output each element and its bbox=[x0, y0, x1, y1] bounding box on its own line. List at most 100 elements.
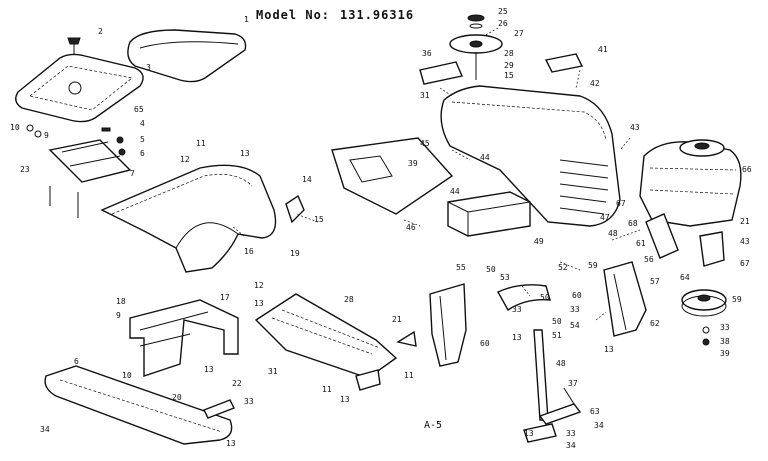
callout-number: 42 bbox=[590, 79, 600, 88]
callout-number: 50 bbox=[552, 317, 562, 326]
seat-latch bbox=[285, 194, 305, 224]
callout-number: 43 bbox=[740, 237, 750, 246]
diagram-header: Model No: 131.96316 bbox=[256, 8, 424, 22]
callout-number: 51 bbox=[552, 331, 562, 340]
hood-crown-line bbox=[451, 101, 607, 141]
seat-cushion-seam bbox=[139, 41, 239, 49]
callout-number: 57 bbox=[650, 277, 660, 286]
engine-block bbox=[639, 141, 742, 227]
axle-support-bracket bbox=[497, 284, 551, 312]
engine-pulley-top-hub bbox=[694, 142, 710, 150]
callout-number: 46 bbox=[406, 223, 416, 232]
callout-number: 60 bbox=[480, 339, 490, 348]
callout-number: 13 bbox=[254, 299, 264, 308]
callout-number: 4 bbox=[140, 119, 145, 128]
callout-number: 11 bbox=[196, 139, 206, 148]
callout-number: 25 bbox=[498, 7, 508, 16]
callout-number: 34 bbox=[40, 425, 50, 434]
rear-drawbar-edge bbox=[59, 379, 223, 433]
battery-box-lid bbox=[447, 201, 531, 236]
fender-wheel-arch bbox=[175, 222, 239, 249]
callout-number: 3 bbox=[146, 63, 151, 72]
angle-plate bbox=[203, 399, 235, 419]
callout-number: 2 bbox=[98, 27, 103, 36]
callout-number: 13 bbox=[524, 429, 534, 438]
rear-channel-ribs bbox=[139, 311, 209, 347]
footrest-bracket bbox=[355, 369, 381, 391]
callout-number: 29 bbox=[504, 61, 514, 70]
steering-cap-washer bbox=[469, 23, 483, 29]
brake-pedal-arm bbox=[538, 403, 582, 425]
callout-number: 50 bbox=[540, 293, 550, 302]
callout-number: 10 bbox=[10, 123, 20, 132]
callout-number: 34 bbox=[594, 421, 604, 430]
callout-number: 19 bbox=[290, 249, 300, 258]
footrest-plate bbox=[254, 293, 398, 379]
hood-louvers bbox=[559, 159, 609, 215]
callout-number: 44 bbox=[450, 187, 460, 196]
steering-wheel-hub bbox=[469, 40, 483, 48]
seat-cushion bbox=[127, 29, 247, 83]
washer bbox=[34, 130, 42, 138]
pulley-bolt bbox=[702, 338, 710, 346]
callout-number: 21 bbox=[740, 217, 750, 226]
callout-number: 53 bbox=[500, 273, 510, 282]
steering-cap bbox=[467, 14, 485, 22]
callout-number: 59 bbox=[588, 261, 598, 270]
callout-number: 11 bbox=[404, 371, 414, 380]
seat-knob bbox=[67, 37, 81, 45]
callout-number: 33 bbox=[566, 429, 576, 438]
hood-side-panel-decal bbox=[349, 155, 393, 183]
callout-number: 28 bbox=[504, 49, 514, 58]
fender-edge bbox=[111, 174, 253, 215]
nut bbox=[118, 148, 126, 156]
callout-number: 33 bbox=[720, 323, 730, 332]
callout-number: 37 bbox=[568, 379, 578, 388]
callout-number: 55 bbox=[456, 263, 466, 272]
callout-number: 17 bbox=[220, 293, 230, 302]
clutch-arm bbox=[645, 213, 679, 259]
callout-number: 22 bbox=[232, 379, 242, 388]
engine-shroud bbox=[649, 167, 737, 195]
dash-panel bbox=[419, 61, 463, 85]
callout-number: 12 bbox=[254, 281, 264, 290]
callout-number: 13 bbox=[226, 439, 236, 448]
callout-number: 52 bbox=[558, 263, 568, 272]
callout-number: 66 bbox=[742, 165, 752, 174]
callout-number: 23 bbox=[20, 165, 30, 174]
hood bbox=[440, 85, 621, 227]
drive-pulley-hub bbox=[697, 294, 711, 302]
callout-number: 59 bbox=[732, 295, 742, 304]
battery-box bbox=[447, 191, 531, 237]
callout-number: 6 bbox=[140, 149, 145, 158]
rear-channel-bracket bbox=[129, 299, 239, 377]
callout-number: 63 bbox=[590, 407, 600, 416]
callout-number: 31 bbox=[268, 367, 278, 376]
callout-number: 27 bbox=[514, 29, 524, 38]
front-panel-bracket bbox=[429, 283, 467, 367]
callout-number: 6 bbox=[74, 357, 79, 366]
model-label: Model No: bbox=[256, 8, 331, 22]
callout-number: 28 bbox=[344, 295, 354, 304]
nut bbox=[116, 136, 124, 144]
leader-lines bbox=[231, 27, 641, 321]
callout-number: 33 bbox=[570, 305, 580, 314]
callout-number: 13 bbox=[240, 149, 250, 158]
fender bbox=[100, 164, 277, 273]
callout-number: 16 bbox=[244, 247, 254, 256]
model-number: 131.96316 bbox=[340, 8, 415, 22]
callout-number: 13 bbox=[512, 333, 522, 342]
callout-number: 65 bbox=[134, 105, 144, 114]
seat-pan bbox=[15, 53, 144, 123]
engine-mount-bracket bbox=[699, 231, 725, 267]
callout-number: 54 bbox=[570, 321, 580, 330]
right-side-plate-flange bbox=[613, 273, 627, 331]
callout-number: 49 bbox=[534, 237, 544, 246]
callout-number: 26 bbox=[498, 19, 508, 28]
callout-number: 60 bbox=[572, 291, 582, 300]
callout-number: 15 bbox=[314, 215, 324, 224]
footrest-ribs bbox=[271, 309, 381, 355]
callout-number: 67 bbox=[616, 199, 626, 208]
callout-number: 13 bbox=[604, 345, 614, 354]
